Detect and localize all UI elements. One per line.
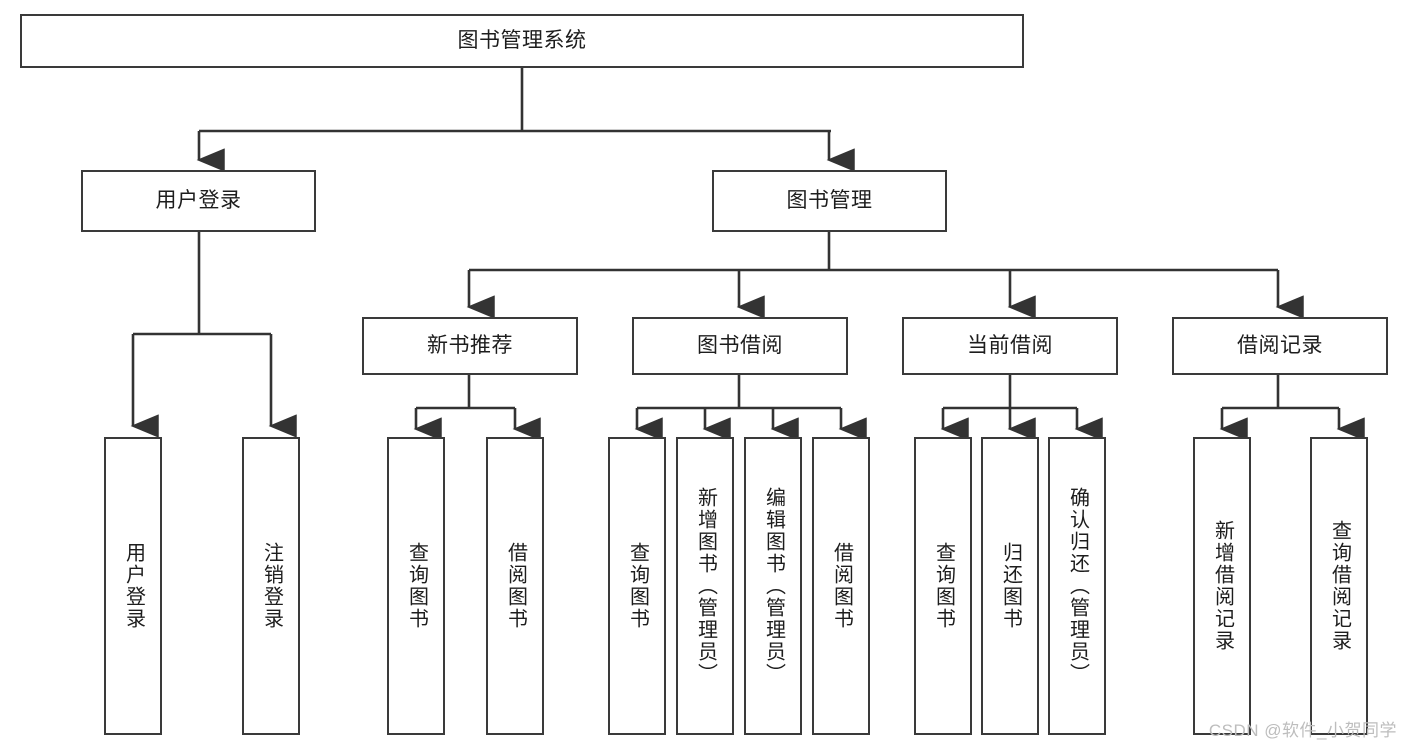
node-label: 归还图书 <box>999 542 1022 630</box>
node-label: 借阅记录 <box>1237 334 1323 358</box>
leaf-recommend-query-book[interactable]: 查询图书 <box>387 437 445 735</box>
leaf-user-login-login[interactable]: 用户登录 <box>104 437 162 735</box>
leaf-borrow-add-book-admin[interactable]: 新增图书（管理员） <box>676 437 734 735</box>
node-label: 查询图书 <box>405 542 428 630</box>
node-label: 编辑图书（管理员） <box>762 487 785 685</box>
node-label: 借阅图书 <box>830 542 853 630</box>
node-book-borrow[interactable]: 图书借阅 <box>632 317 848 375</box>
node-current-borrow[interactable]: 当前借阅 <box>902 317 1118 375</box>
node-label: 新增图书（管理员） <box>694 487 717 685</box>
leaf-current-confirm-return-admin[interactable]: 确认归还（管理员） <box>1048 437 1106 735</box>
leaf-current-query-book[interactable]: 查询图书 <box>914 437 972 735</box>
node-label: 用户登录 <box>122 542 145 630</box>
node-label: 查询借阅记录 <box>1328 520 1351 652</box>
node-label: 新书推荐 <box>427 334 513 358</box>
leaf-borrow-query-book[interactable]: 查询图书 <box>608 437 666 735</box>
node-label: 查询图书 <box>626 542 649 630</box>
node-label: 图书管理 <box>786 189 873 213</box>
node-label: 新增借阅记录 <box>1211 520 1234 652</box>
leaf-recommend-borrow-book[interactable]: 借阅图书 <box>486 437 544 735</box>
node-user-login[interactable]: 用户登录 <box>81 170 316 232</box>
leaf-borrow-borrow-book[interactable]: 借阅图书 <box>812 437 870 735</box>
node-label: 当前借阅 <box>967 334 1053 358</box>
watermark: CSDN @软件_小贺同学 <box>1208 721 1397 740</box>
node-label: 图书借阅 <box>697 334 783 358</box>
leaf-current-return-book[interactable]: 归还图书 <box>981 437 1039 735</box>
node-label: 借阅图书 <box>504 542 527 630</box>
leaf-record-add-record[interactable]: 新增借阅记录 <box>1193 437 1251 735</box>
leaf-record-query-record[interactable]: 查询借阅记录 <box>1310 437 1368 735</box>
leaf-borrow-edit-book-admin[interactable]: 编辑图书（管理员） <box>744 437 802 735</box>
node-new-book-recommend[interactable]: 新书推荐 <box>362 317 578 375</box>
node-label: 图书管理系统 <box>457 29 587 53</box>
node-label: 注销登录 <box>260 542 283 630</box>
leaf-user-login-logout[interactable]: 注销登录 <box>242 437 300 735</box>
node-label: 确认归还（管理员） <box>1066 487 1089 685</box>
node-label: 查询图书 <box>932 542 955 630</box>
node-label: 用户登录 <box>155 189 242 213</box>
node-borrow-record[interactable]: 借阅记录 <box>1172 317 1388 375</box>
node-book-management[interactable]: 图书管理 <box>712 170 947 232</box>
node-root-system[interactable]: 图书管理系统 <box>20 14 1024 68</box>
